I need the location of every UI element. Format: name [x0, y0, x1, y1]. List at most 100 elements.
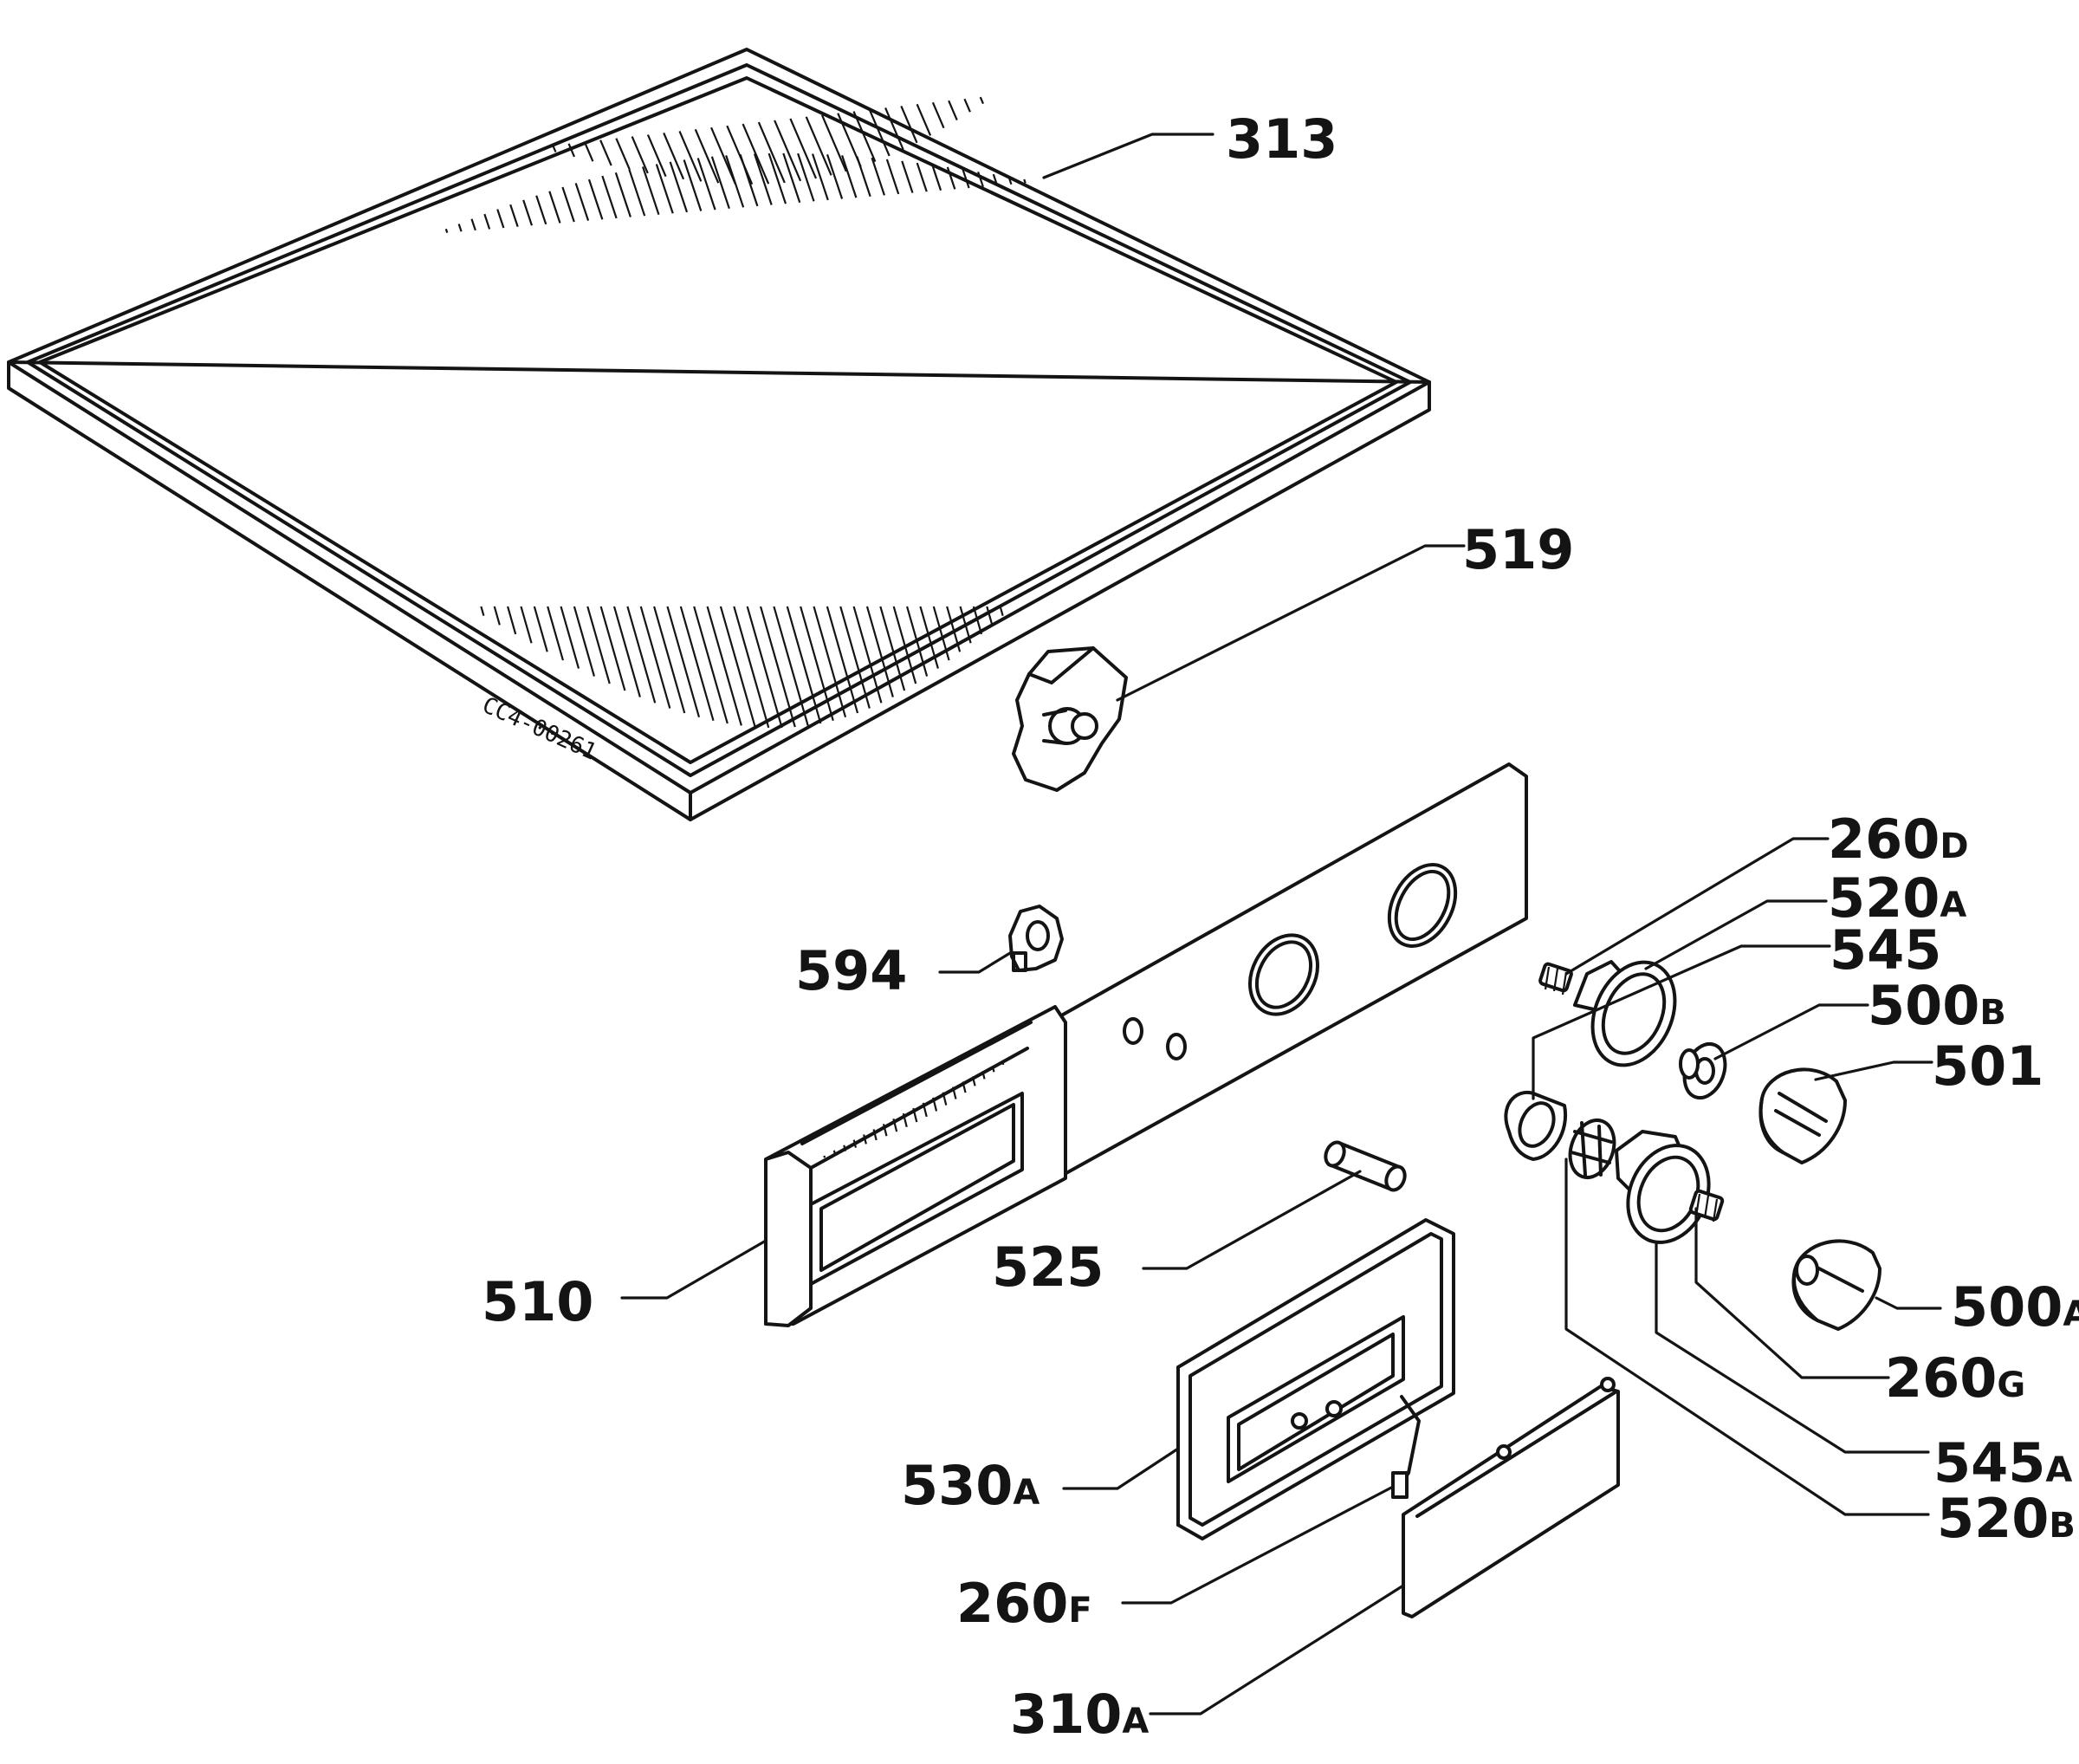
part-545-clip-ring — [1504, 1090, 1568, 1161]
hatch-line — [852, 606, 883, 704]
hatch-line — [710, 156, 730, 210]
part-500b-knob-insert — [1679, 1042, 1727, 1099]
hatch-line — [962, 169, 970, 189]
hatch-line — [951, 1086, 957, 1099]
hatch-line — [574, 183, 590, 221]
hatch-line — [767, 152, 787, 204]
hatch-line — [972, 606, 983, 635]
hatch-line — [839, 606, 871, 709]
hatch-line — [639, 606, 671, 709]
hatch-line — [1001, 1060, 1005, 1066]
hatch-line — [520, 606, 533, 644]
leader-lines — [620, 133, 1942, 1715]
hatch-line — [774, 120, 802, 182]
hatch-line — [493, 606, 501, 626]
part-500a-knob — [1791, 1239, 1881, 1331]
hatching-bottom — [480, 606, 1004, 729]
hatch-line — [963, 98, 971, 113]
hatch-line — [522, 199, 533, 226]
leader-520a — [1644, 899, 1828, 970]
hatch-line — [946, 166, 956, 190]
callout-310a: 310A — [1010, 1683, 1149, 1746]
hatch-line — [560, 606, 580, 669]
leader-510 — [620, 1239, 767, 1300]
hatch-line — [906, 606, 929, 677]
hatch-line — [615, 138, 631, 171]
hatch-line — [782, 152, 801, 204]
part-260d-spring — [1538, 962, 1573, 995]
hatch-line — [843, 1145, 847, 1151]
hatch-line — [837, 113, 862, 167]
callout-510: 510 — [482, 1270, 593, 1333]
hatch-line — [710, 126, 736, 185]
leader-260d — [1564, 837, 1830, 976]
hatch-line — [826, 153, 844, 199]
hatch-line — [986, 606, 994, 626]
leader-545a — [1655, 1242, 1930, 1454]
hatch-line — [733, 606, 770, 729]
hatch-line — [679, 606, 715, 722]
leader-313 — [1042, 133, 1214, 179]
hatch-line — [678, 130, 703, 182]
callout-260g: 260G — [1885, 1346, 2025, 1410]
hatching-top — [444, 96, 1027, 233]
hatch-line — [666, 606, 701, 718]
hatch-line — [852, 111, 877, 162]
part-594-clip — [1008, 905, 1064, 972]
hatch-line — [663, 133, 685, 180]
leader-260g — [1694, 1207, 1890, 1379]
callout-260f: 260F — [956, 1572, 1092, 1635]
hatch-line — [932, 1097, 938, 1112]
hatch-line — [548, 191, 561, 224]
hatch-line — [902, 1112, 908, 1128]
hatch-line — [999, 606, 1004, 617]
hatch-line — [614, 172, 631, 217]
hatch-line — [533, 606, 548, 652]
hatch-line — [892, 1118, 898, 1132]
hatch-line — [922, 1102, 928, 1118]
hatch-line — [1007, 176, 1013, 185]
hatch-line — [631, 136, 649, 174]
hatch-line — [612, 606, 641, 697]
leader-500a — [1875, 1296, 1942, 1310]
hatch-line — [826, 606, 859, 714]
hatch-line — [573, 606, 595, 677]
hatch-line — [823, 1155, 826, 1158]
hatch-line — [942, 1092, 948, 1106]
hatch-line — [884, 107, 904, 151]
leader-501 — [1814, 1060, 1933, 1081]
hatch-line — [773, 606, 809, 726]
hatch-line — [694, 128, 720, 184]
hatch-line — [813, 606, 847, 718]
hatch-line — [959, 606, 972, 644]
hatch-line — [587, 178, 604, 220]
hatch-line — [786, 606, 822, 724]
hatch-line — [885, 159, 900, 195]
hatch-line — [901, 160, 914, 193]
part-520a-bezel-ring — [1573, 960, 1677, 1067]
hatch-line — [841, 154, 858, 198]
hatch-line — [800, 606, 834, 722]
part-510-drawer-handle — [764, 1005, 1067, 1327]
part-260g-spring — [1688, 1189, 1725, 1222]
hatch-line — [900, 105, 918, 144]
hatch-line — [871, 157, 885, 196]
hatch-line — [931, 165, 942, 191]
callout-501: 501 — [1932, 1034, 2043, 1098]
callout-594: 594 — [795, 939, 907, 1002]
hatch-line — [879, 606, 906, 691]
part-520b-collar — [1568, 1119, 1616, 1179]
hatch-line — [706, 606, 742, 726]
hatch-line — [599, 606, 626, 691]
hatch-line — [932, 606, 950, 661]
callout-525: 525 — [992, 1235, 1104, 1299]
callouts: 313 519 260D 520A 545 500B 501 594 525 5… — [482, 107, 2079, 1746]
hatch-line — [805, 116, 832, 176]
hatch-line — [470, 218, 476, 231]
hatch-line — [919, 606, 939, 669]
hatch-line — [693, 606, 729, 724]
hatch-line — [797, 152, 815, 202]
callout-519: 519 — [1462, 518, 1574, 581]
hatch-line — [753, 153, 773, 205]
